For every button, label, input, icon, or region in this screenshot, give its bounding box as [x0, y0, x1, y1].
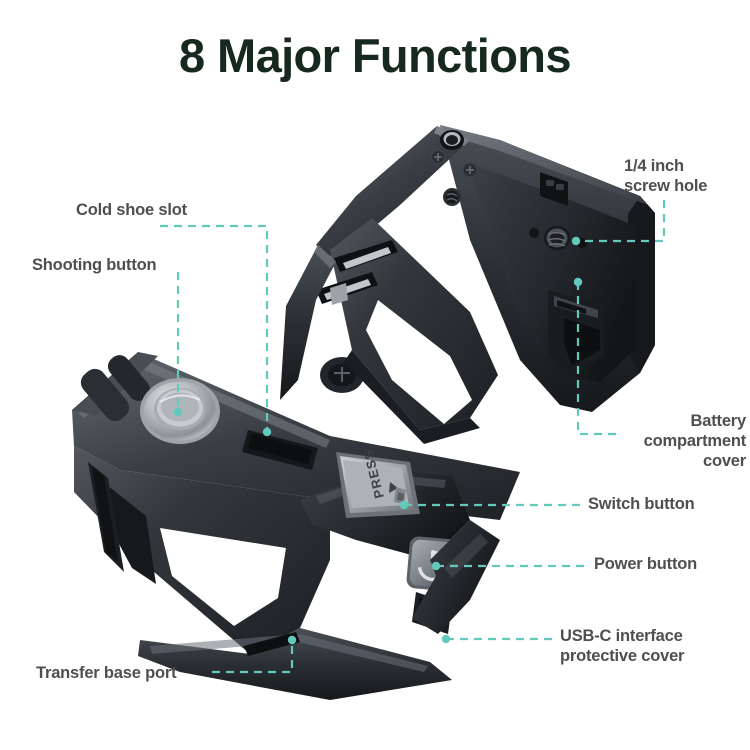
callout-label-usbc-interface-protective-cover: USB-C interface protective cover [560, 627, 685, 665]
press-switch-button: PRESS [336, 448, 420, 518]
rear-cage-assembly [280, 125, 655, 444]
callout-label-shooting-button: Shooting button [32, 256, 157, 274]
callout-label-switch-button: Switch button [588, 495, 695, 513]
callout-label-transfer-base-port: Transfer base port [36, 664, 177, 682]
callout-label-battery-compartment-cover: Battery compartment cover [643, 412, 747, 470]
page-title: 8 Major Functions [179, 29, 572, 82]
callout-label-quarter-inch-screw-hole: 1/4 inch screw hole [624, 157, 708, 195]
callout-label-cold-shoe-slot: Cold shoe slot [76, 201, 187, 219]
callout-label-power-button: Power button [594, 555, 698, 573]
